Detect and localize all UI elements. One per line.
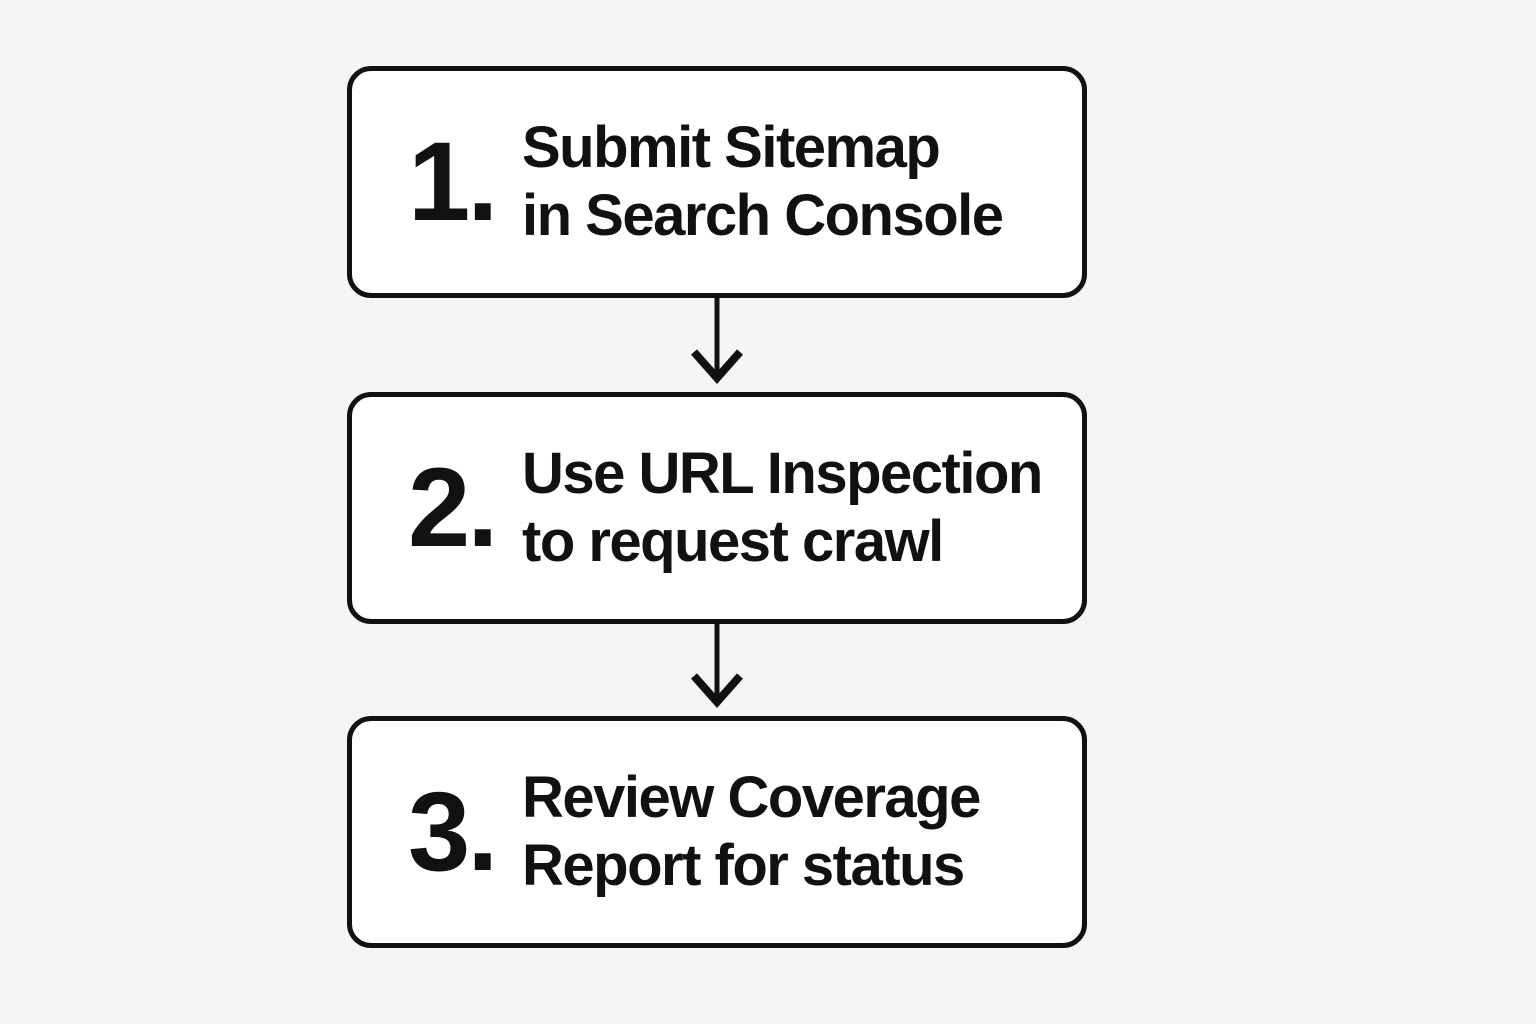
step-box-2: 2. Use URL Inspection to request crawl [347,392,1087,624]
step-title-2-line-2: to request crawl [522,509,944,574]
step-title-1-line-2: in Search Console [522,183,1004,248]
step-title-1: Submit Sitemap in Search Console [522,114,1004,251]
step-box-3: 3. Review Coverage Report for status [347,716,1087,948]
step-title-3-line-2: Report for status [522,833,965,898]
step-number-3: 3. [408,769,498,894]
connector-2 [347,624,1087,716]
step-title-2: Use URL Inspection to request crawl [522,440,1043,577]
step-title-2-line-1: Use URL Inspection [522,440,1043,506]
step-number-1: 1. [408,119,498,244]
step-title-3: Review Coverage Report for status [522,764,981,901]
arrow-down-icon [691,624,743,709]
step-number-2: 2. [408,445,498,570]
step-box-1: 1. Submit Sitemap in Search Console [347,66,1087,298]
step-title-3-line-1: Review Coverage [522,764,981,830]
step-title-1-line-1: Submit Sitemap [522,114,941,180]
arrow-down-icon [691,298,743,385]
flowchart: 1. Submit Sitemap in Search Console 2. U… [347,66,1087,948]
connector-1 [347,298,1087,392]
